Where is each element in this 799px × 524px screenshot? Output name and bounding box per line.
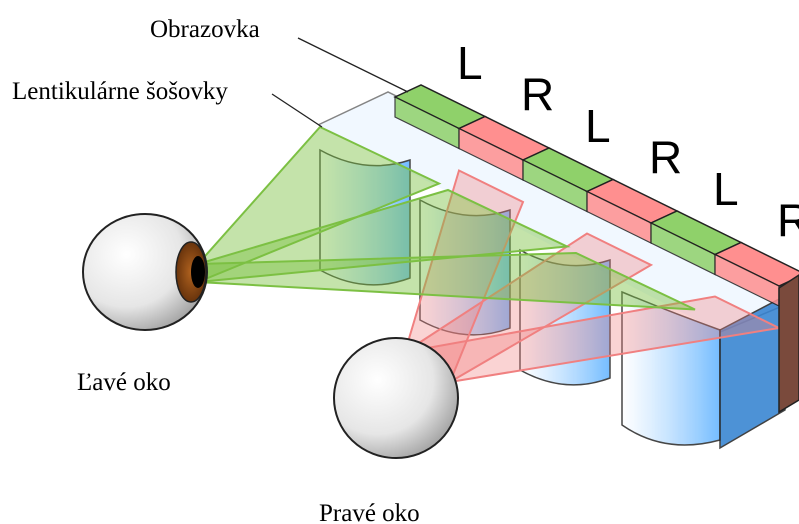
lens-cylinder xyxy=(319,148,411,286)
screen-strips xyxy=(393,84,799,307)
strip-letter-l: L xyxy=(585,100,611,152)
left-eye-pupil xyxy=(191,256,205,288)
left-eye xyxy=(82,213,208,331)
left-eye-rays xyxy=(197,125,696,311)
right-eye-label: Pravé oko xyxy=(319,500,420,524)
right-eye-rays xyxy=(402,169,783,384)
strip-letter-r: R xyxy=(649,132,682,184)
strip-letter-r: R xyxy=(777,195,799,247)
screen-leader-line xyxy=(297,37,409,93)
left-eye-label: Ľavé oko xyxy=(77,369,171,396)
lenticular-lens-array xyxy=(317,91,786,450)
screen-end-cap xyxy=(778,274,799,414)
lens-cylinder xyxy=(519,248,611,386)
strip-letter-l: L xyxy=(457,37,483,89)
strip-letter-r: R xyxy=(521,69,554,121)
screen-label: Obrazovka xyxy=(150,16,260,43)
right-eye xyxy=(333,337,459,459)
lenses-label: Lentikulárne šošovky xyxy=(12,78,228,105)
strip-letter-l: L xyxy=(713,163,739,215)
lenses-leader-line xyxy=(271,93,323,128)
